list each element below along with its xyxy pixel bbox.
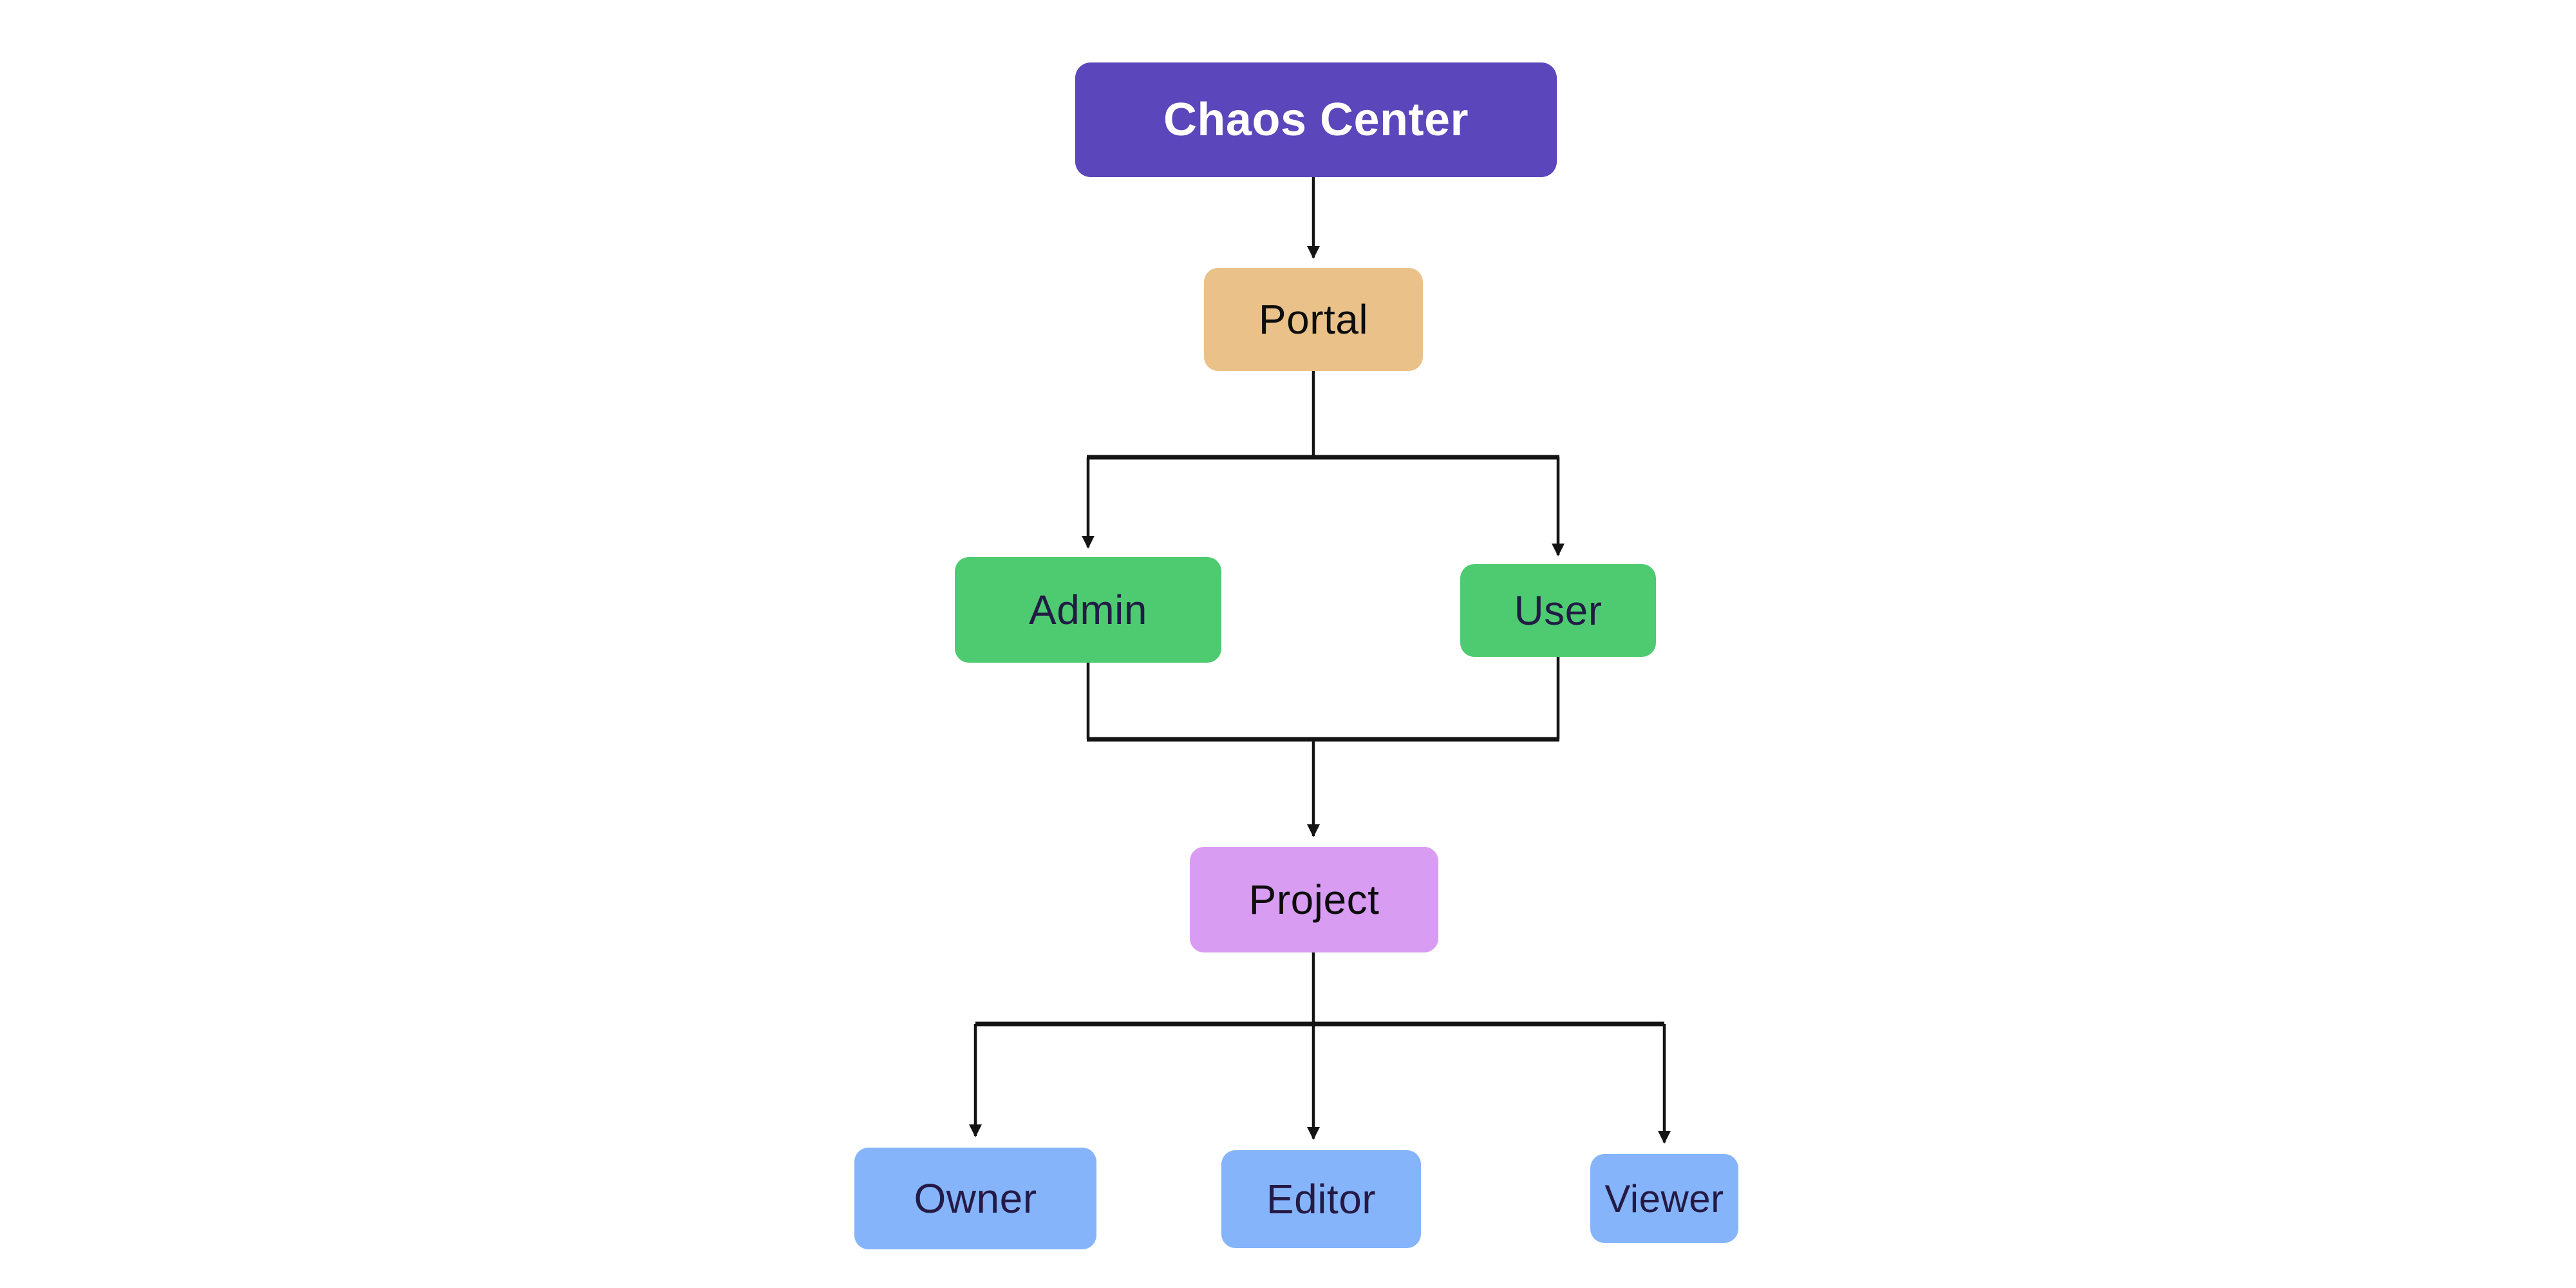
node-admin: Admin — [955, 557, 1221, 663]
node-editor: Editor — [1221, 1150, 1421, 1248]
node-user: User — [1460, 564, 1656, 657]
node-user-label: User — [1514, 587, 1603, 634]
node-viewer: Viewer — [1590, 1154, 1738, 1243]
node-project-label: Project — [1248, 876, 1380, 923]
node-viewer-label: Viewer — [1604, 1177, 1724, 1220]
node-editor-label: Editor — [1266, 1176, 1377, 1222]
node-owner-label: Owner — [914, 1175, 1037, 1222]
node-chaos-center: Chaos Center — [1075, 62, 1557, 177]
node-portal-label: Portal — [1258, 296, 1369, 343]
node-chaos-center-label: Chaos Center — [1163, 94, 1469, 146]
node-owner: Owner — [854, 1148, 1096, 1249]
node-portal: Portal — [1204, 268, 1423, 371]
node-admin-label: Admin — [1029, 587, 1147, 633]
node-project: Project — [1190, 847, 1438, 952]
